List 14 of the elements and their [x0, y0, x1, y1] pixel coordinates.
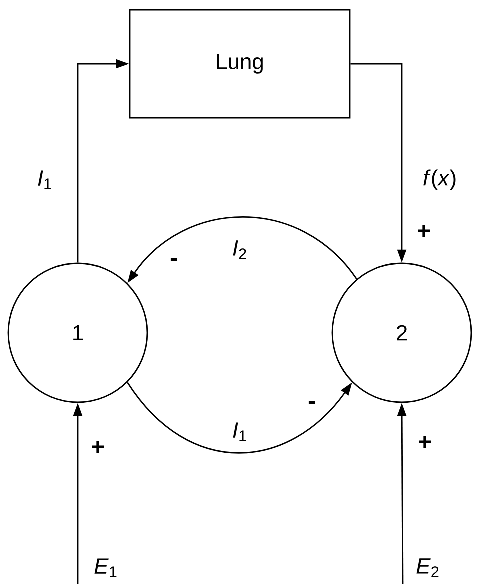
process-box: Lung	[129, 9, 351, 119]
edge-label: I$_{2}$	[233, 240, 246, 260]
edge-label: I$_{1}$	[233, 422, 246, 442]
edge-label: E$_{1}$	[94, 558, 117, 578]
edge-label: f(x)	[424, 170, 456, 190]
sign-label: +	[92, 441, 104, 454]
circle-node: 2	[332, 262, 472, 404]
sign-label: +	[419, 436, 431, 448]
circle-node: 1	[8, 262, 148, 404]
sign-label: +	[418, 225, 430, 238]
edge-label: E$_{2}$	[416, 558, 439, 578]
edge-label: I$_{1}$	[38, 170, 52, 190]
sign-label: -	[308, 401, 316, 404]
sign-label: -	[170, 258, 178, 262]
